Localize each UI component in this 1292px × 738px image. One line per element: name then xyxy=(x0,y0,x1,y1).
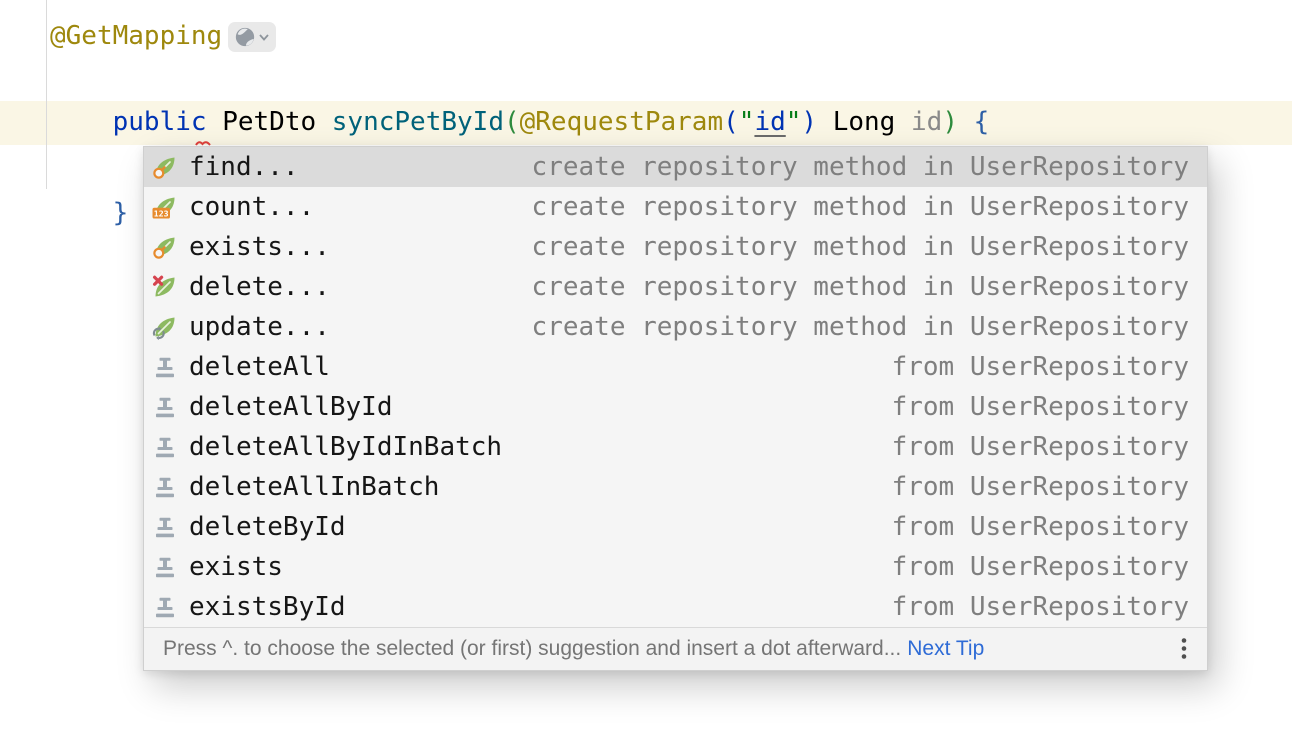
completion-item-label: deleteById xyxy=(189,512,346,542)
chevron-down-icon xyxy=(259,33,269,41)
method-icon xyxy=(152,594,178,620)
paren-close-outer: ) xyxy=(942,107,974,137)
completion-item-label: exists... xyxy=(189,232,330,262)
param-name: id xyxy=(911,107,943,137)
completion-item-label: deleteAllByIdInBatch xyxy=(189,432,503,462)
globe-icon xyxy=(234,26,256,48)
completion-item-label: count... xyxy=(189,192,315,222)
completion-item-hint: create repository method in UserReposito… xyxy=(531,192,1189,222)
hint-text: Press ^. to choose the selected (or firs… xyxy=(163,637,902,660)
annotation-get-mapping: @GetMapping xyxy=(50,21,223,51)
repository-count-icon xyxy=(152,194,178,220)
paren-open-outer: ( xyxy=(503,107,520,137)
code-line-method-signature[interactable]: public PetDto syncPetById(@RequestParam(… xyxy=(50,58,990,137)
brace-close: } xyxy=(112,198,129,228)
completion-item-count[interactable]: count... create repository method in Use… xyxy=(144,187,1207,227)
completion-item-hint: create repository method in UserReposito… xyxy=(531,312,1189,342)
completion-item-hint: from UserRepository xyxy=(891,512,1189,542)
annotation-request-param: @RequestParam xyxy=(519,107,724,137)
completion-item-label: deleteAllById xyxy=(189,392,393,422)
completion-item-deleteAllInBatch[interactable]: deleteAllInBatch from UserRepository xyxy=(144,467,1207,507)
completion-item-label: deleteAll xyxy=(189,352,330,382)
code-line-user-expression[interactable]: User. xyxy=(114,101,255,182)
url-mapping-inlay[interactable] xyxy=(228,21,277,52)
method-icon xyxy=(152,554,178,580)
repository-find-icon xyxy=(152,154,178,180)
completion-hint-bar: Press ^. to choose the selected (or firs… xyxy=(144,627,1207,670)
keyword-public: public xyxy=(112,107,223,137)
completion-item-label: existsById xyxy=(189,592,346,622)
code-line-closing-brace[interactable]: } xyxy=(50,149,129,228)
completion-item-existsById[interactable]: existsById from UserRepository xyxy=(144,587,1207,627)
repository-exists-icon xyxy=(152,234,178,260)
paren-open-inner: ( xyxy=(723,107,739,137)
method-icon xyxy=(152,474,178,500)
paren-close-inner: ) xyxy=(801,107,833,137)
repository-delete-icon xyxy=(152,274,178,300)
completion-item-exists[interactable]: exists from UserRepository xyxy=(144,547,1207,587)
gutter-separator xyxy=(46,0,47,189)
completion-item-hint: create repository method in UserReposito… xyxy=(531,232,1189,262)
method-icon xyxy=(152,394,178,420)
completion-item-label: delete... xyxy=(189,272,330,302)
completion-item-deleteAll[interactable]: deleteAll from UserRepository xyxy=(144,347,1207,387)
completion-item-label: deleteAllInBatch xyxy=(189,472,440,502)
param-type: Long xyxy=(832,107,911,137)
kebab-menu-icon[interactable] xyxy=(1173,636,1195,662)
completion-item-deleteAllByIdInBatch[interactable]: deleteAllByIdInBatch from UserRepository xyxy=(144,427,1207,467)
completion-item-exists-template[interactable]: exists... create repository method in Us… xyxy=(144,227,1207,267)
string-id-reference: id xyxy=(754,107,786,137)
method-name: syncPetById xyxy=(331,107,504,137)
completion-item-update-template[interactable]: update... create repository method in Us… xyxy=(144,307,1207,347)
quote-close: " xyxy=(785,107,802,137)
completion-item-deleteAllById[interactable]: deleteAllById from UserRepository xyxy=(144,387,1207,427)
method-icon xyxy=(152,514,178,540)
completion-item-find[interactable]: find... create repository method in User… xyxy=(144,147,1207,187)
repository-update-icon xyxy=(152,314,178,340)
completion-item-hint: create repository method in UserReposito… xyxy=(531,152,1189,182)
completion-item-hint: from UserRepository xyxy=(891,472,1189,502)
completion-item-hint: from UserRepository xyxy=(891,552,1189,582)
method-icon xyxy=(152,354,178,380)
completion-item-hint: from UserRepository xyxy=(891,392,1189,422)
code-line-annotation[interactable]: @GetMapping xyxy=(50,15,277,58)
completion-item-hint: from UserRepository xyxy=(891,592,1189,622)
completion-item-label: find... xyxy=(189,152,299,182)
completion-item-hint: from UserRepository xyxy=(891,352,1189,382)
quote-open: " xyxy=(738,107,755,137)
completion-item-delete-template[interactable]: delete... create repository method in Us… xyxy=(144,267,1207,307)
caret-row-highlight xyxy=(0,101,1292,145)
completion-popup: find... create repository method in User… xyxy=(143,146,1208,671)
error-squiggle xyxy=(195,141,211,146)
return-type: PetDto xyxy=(222,107,332,137)
completion-item-label: exists xyxy=(189,552,283,582)
completion-item-hint: create repository method in UserReposito… xyxy=(531,272,1189,302)
completion-item-label: update... xyxy=(189,312,330,342)
method-icon xyxy=(152,434,178,460)
brace-open: { xyxy=(973,107,990,137)
next-tip-link[interactable]: Next Tip xyxy=(907,637,985,660)
completion-item-hint: from UserRepository xyxy=(891,432,1189,462)
completion-item-deleteById[interactable]: deleteById from UserRepository xyxy=(144,507,1207,547)
